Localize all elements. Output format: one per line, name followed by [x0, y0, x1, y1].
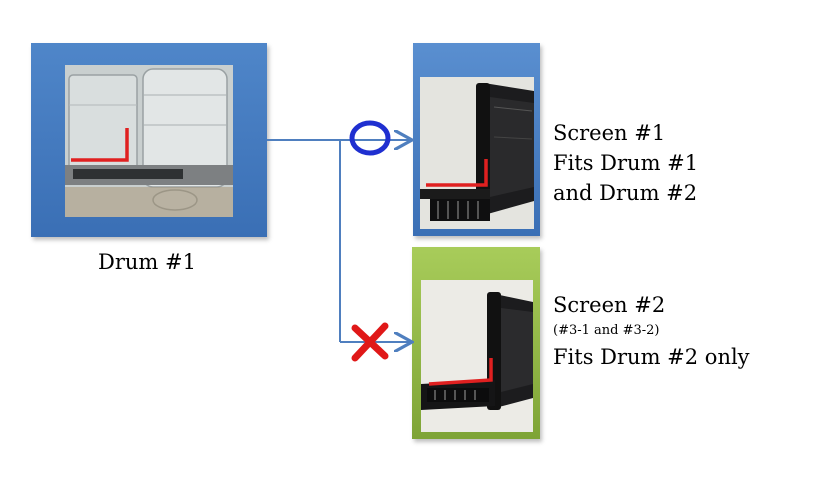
screen-1-title: Screen #1	[553, 121, 666, 145]
connector-lines	[267, 140, 410, 342]
compatible-circle-icon	[349, 120, 391, 156]
screen-1-illustration	[420, 77, 534, 229]
drum-1-label: Drum #1	[98, 250, 196, 274]
screen-2-illustration	[421, 280, 533, 432]
drum-1-panel	[31, 43, 267, 237]
screen-2-photo	[421, 280, 533, 432]
screen-2-part-numbers: (#3-1 and #3-2)	[553, 323, 660, 338]
screen-1-fit-line-2: and Drum #2	[553, 181, 698, 205]
incompatible-x-icon	[351, 322, 389, 362]
drum-1-illustration	[65, 65, 233, 217]
screen-1-description: Screen #1 Fits Drum #1 and Drum #2	[553, 118, 698, 208]
screen-2-panel	[412, 247, 540, 439]
screen-2-description: Screen #2 (#3-1 and #3-2) Fits Drum #2 o…	[553, 290, 750, 372]
screen-1-fit-line: Fits Drum #1	[553, 151, 699, 175]
screen-1-panel	[413, 43, 540, 236]
screen-1-photo	[420, 77, 534, 229]
screen-2-fit-line: Fits Drum #2 only	[553, 345, 750, 369]
drum-1-photo	[65, 65, 233, 217]
screen-2-title: Screen #2	[553, 293, 666, 317]
